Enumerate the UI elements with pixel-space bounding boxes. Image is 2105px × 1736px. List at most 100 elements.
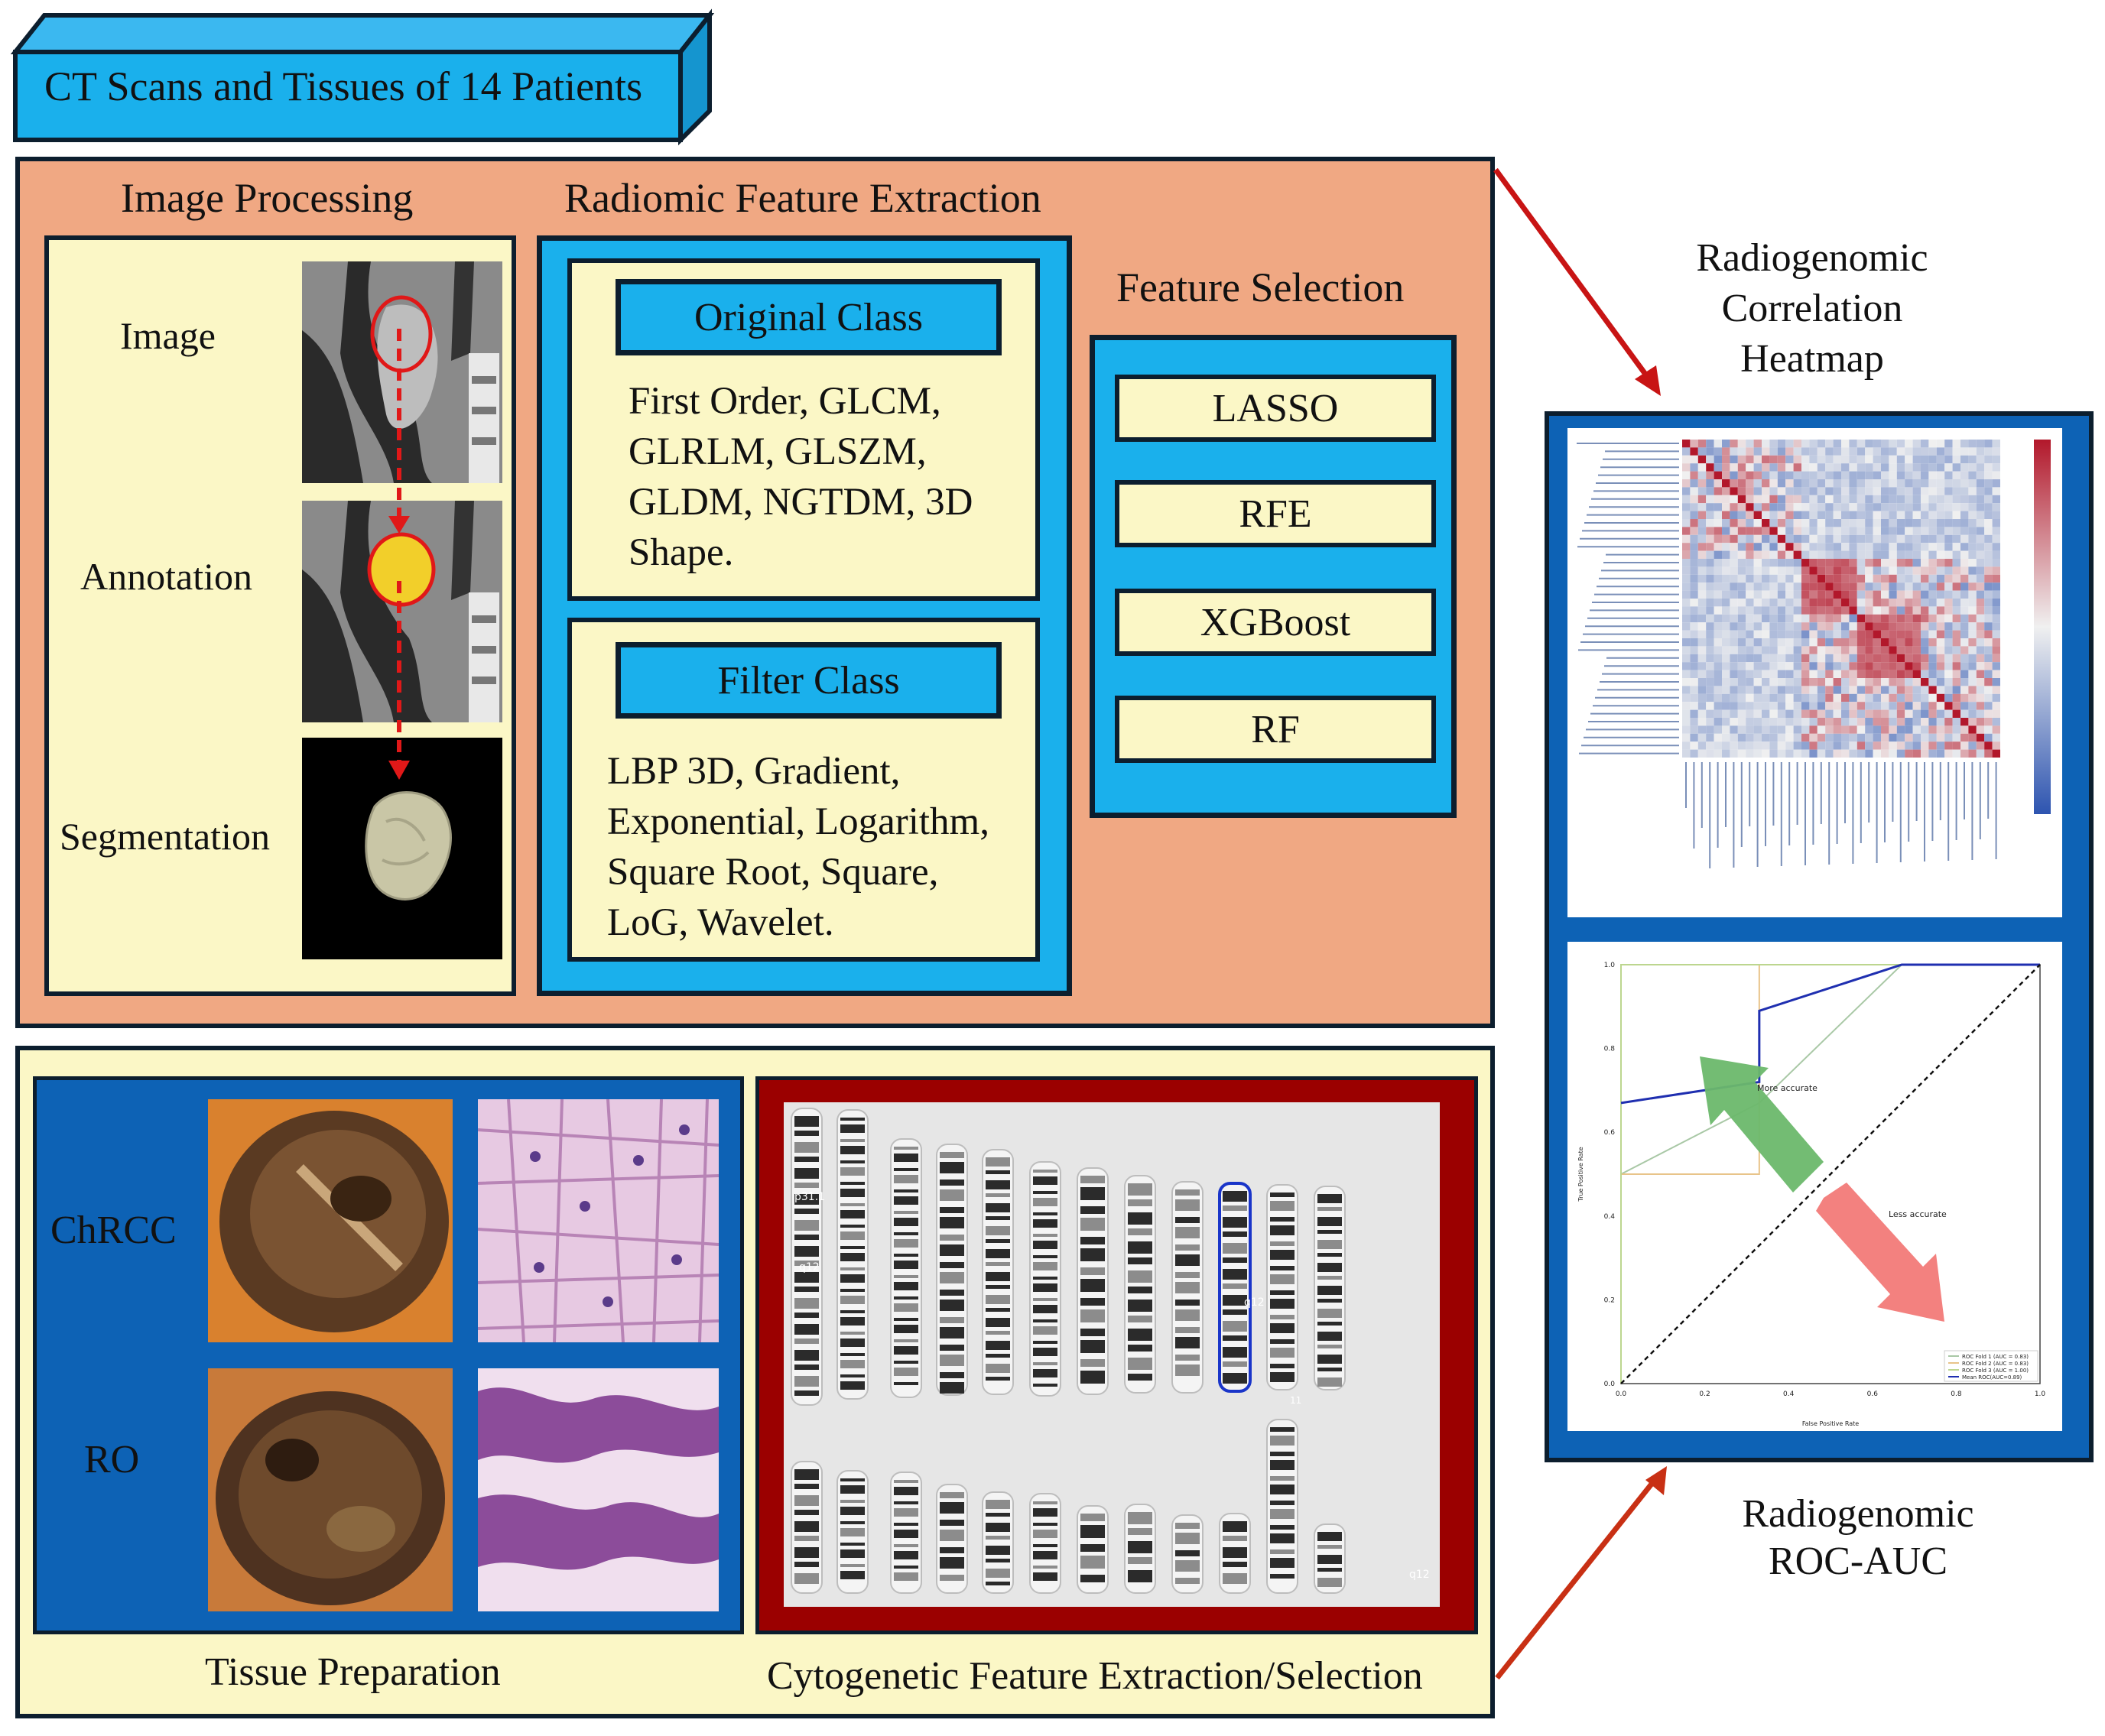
heatmap-cell xyxy=(1746,670,1754,678)
heatmap-cell xyxy=(1730,543,1738,551)
heatmap-cell xyxy=(1960,479,1969,488)
heatmap-cell xyxy=(1936,447,1945,456)
heatmap-cell xyxy=(1905,550,1913,559)
heatmap-cell xyxy=(1952,741,1960,750)
heatmap-cell xyxy=(1928,638,1937,647)
heatmap-cell xyxy=(1960,534,1969,544)
chromosome-band xyxy=(840,1521,865,1524)
heatmap-cell xyxy=(1976,670,1985,678)
chromosome-band xyxy=(940,1345,964,1351)
heatmap-cell xyxy=(1825,463,1834,472)
chromosome-band xyxy=(1317,1545,1342,1549)
heatmap-cell xyxy=(1976,527,1985,535)
heatmap-cell xyxy=(1825,662,1834,670)
heatmap-cell xyxy=(1944,534,1953,544)
heatmap-cell xyxy=(1817,511,1826,519)
heatmap-cell xyxy=(1833,471,1841,479)
chromosome-band xyxy=(1270,1225,1295,1235)
heatmap-cell xyxy=(1809,479,1818,488)
chromosome-band xyxy=(840,1478,865,1481)
heatmap-cell xyxy=(1960,511,1969,519)
heatmap-cell xyxy=(1682,471,1691,479)
heatmap-cell xyxy=(1753,447,1762,456)
chromosome-band xyxy=(840,1549,865,1558)
chromosome-band xyxy=(894,1480,918,1483)
heatmap-cell xyxy=(1817,718,1826,726)
chromosome-band xyxy=(840,1360,865,1368)
heatmap-cell xyxy=(1841,447,1850,456)
chromosome-band xyxy=(894,1523,918,1526)
heatmap-cell xyxy=(1952,670,1960,678)
heatmap-cell xyxy=(1809,686,1818,694)
heatmap-cell xyxy=(1905,487,1913,495)
heatmap-cell xyxy=(1992,654,2000,663)
heatmap-cell xyxy=(1873,670,1881,678)
chromosome-band xyxy=(894,1346,918,1355)
heatmap-cell xyxy=(1697,511,1707,519)
heatmap-cell xyxy=(1801,527,1810,535)
heatmap-cell xyxy=(1921,702,1929,710)
heatmap-cell xyxy=(1746,718,1754,726)
heatmap-cell xyxy=(1928,550,1937,559)
chromosome-band xyxy=(1175,1364,1200,1376)
heatmap-cell xyxy=(1984,582,1993,591)
heatmap-cell xyxy=(1936,455,1945,464)
heatmap-cell xyxy=(1856,447,1866,456)
heatmap-cell xyxy=(1753,503,1762,511)
heatmap-cell xyxy=(1968,693,1977,703)
original-class-features: First Order, GLCM,GLRLM, GLSZM,GLDM, NGT… xyxy=(629,376,973,578)
heatmap-cell xyxy=(1865,693,1873,703)
heatmap-cell xyxy=(1801,670,1810,678)
heatmap-cell xyxy=(1737,479,1746,488)
heatmap-cell xyxy=(1722,718,1730,726)
heatmap-cell xyxy=(1722,487,1730,495)
heatmap-cell xyxy=(1849,559,1857,567)
heatmap-cell xyxy=(1984,670,1993,678)
heatmap-cell xyxy=(1881,543,1889,551)
heatmap-cell xyxy=(1849,638,1857,647)
heatmap-cell xyxy=(1865,503,1873,511)
heatmap-cell xyxy=(1952,622,1960,631)
chromosome-band xyxy=(1128,1257,1152,1264)
heatmap-cell xyxy=(1690,646,1698,654)
heatmap-cell xyxy=(1769,749,1778,758)
heatmap-cell xyxy=(1984,654,1993,663)
heatmap-cell xyxy=(1801,471,1810,479)
chromosome-band xyxy=(840,1310,865,1313)
heatmap-cell xyxy=(1722,559,1730,567)
heatmap-cell xyxy=(1936,599,1945,607)
heatmap-cell xyxy=(1912,487,1921,495)
heatmap-cell xyxy=(1849,670,1857,678)
heatmap-cell xyxy=(1817,534,1826,544)
chromosome-band xyxy=(1033,1219,1057,1228)
roc-y-tick: 0.6 xyxy=(1604,1129,1616,1137)
heatmap-cell xyxy=(1777,646,1786,654)
heatmap-cell xyxy=(1865,559,1873,567)
heatmap-cell xyxy=(1849,566,1857,575)
heatmap-cell xyxy=(1896,630,1905,638)
heatmap-cell xyxy=(1714,733,1722,742)
heatmap-cell xyxy=(1896,670,1905,678)
heatmap-cell xyxy=(1881,662,1889,670)
heatmap-cell xyxy=(1968,709,1977,718)
heatmap-cell xyxy=(1833,709,1841,718)
heatmap-cell xyxy=(1690,614,1698,623)
heatmap-cell xyxy=(1730,749,1738,758)
heatmap-cell xyxy=(1849,741,1857,750)
chromosome-band xyxy=(1175,1533,1200,1544)
heatmap-cell xyxy=(1992,463,2000,472)
heatmap-cell xyxy=(1936,718,1945,726)
heatmap-cell xyxy=(1936,559,1945,567)
chromosome-band xyxy=(840,1296,865,1304)
heatmap-cell xyxy=(1896,534,1905,544)
heatmap-cell xyxy=(1682,670,1691,678)
heatmap-cell xyxy=(1817,630,1826,638)
heatmap-cell xyxy=(1928,709,1937,718)
heatmap-cell xyxy=(1841,534,1850,544)
heatmap-cell xyxy=(1769,718,1778,726)
heatmap-cell xyxy=(1976,606,1985,615)
heatmap-cell xyxy=(1777,455,1786,464)
heatmap-cell xyxy=(1881,495,1889,504)
heatmap-cell xyxy=(1825,590,1834,599)
